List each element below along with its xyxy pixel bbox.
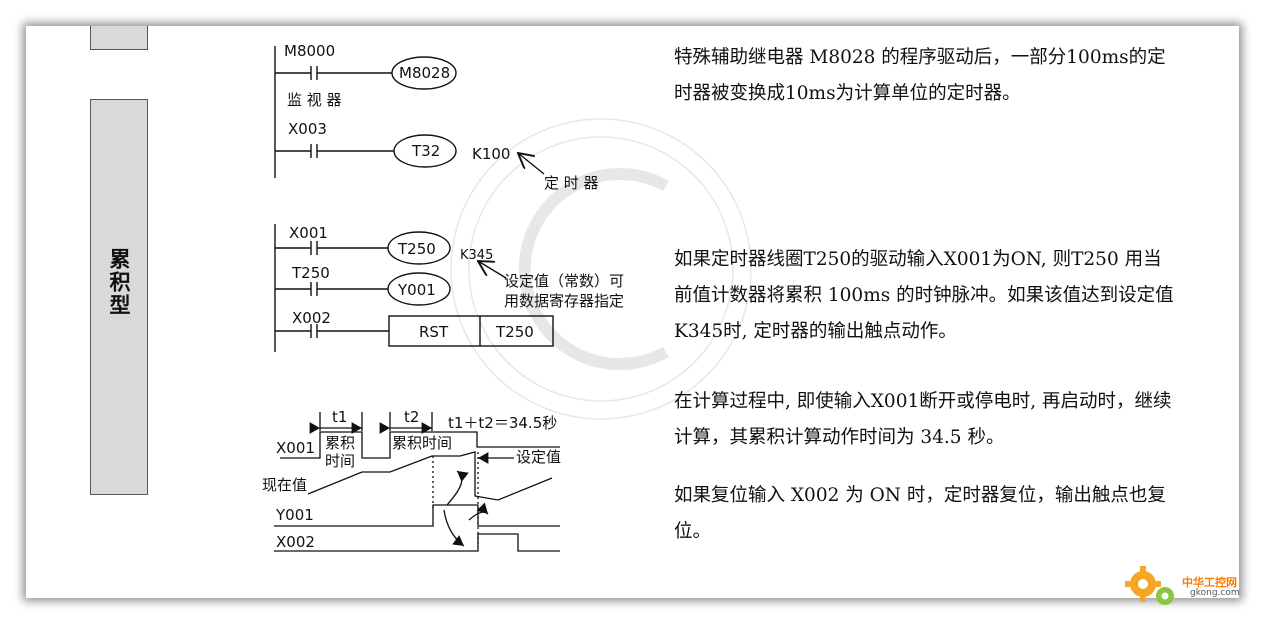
timing-x002-label: X002 — [276, 533, 315, 551]
side-tab-label: 累积型 — [91, 248, 147, 317]
d1-contact2-label: X003 — [288, 120, 327, 138]
d2-rst-label: RST — [419, 323, 449, 341]
d1-coil1-label: M8028 — [399, 64, 450, 82]
timing-t1-label: t1 — [332, 408, 347, 426]
side-tab-top — [90, 26, 148, 50]
timing-x001-label: X001 — [276, 439, 315, 457]
gear-logo-icon — [1125, 566, 1174, 605]
timing-acc2-label: 累积时间 — [392, 434, 452, 452]
document-page: 累积型 M — [26, 26, 1239, 598]
timing-y001-label: Y001 — [275, 506, 314, 524]
d2-coil2-label: Y001 — [397, 281, 436, 299]
timing-setpoint-label: 设定值 — [516, 448, 561, 466]
paragraph-reset: 如果复位输入 X002 为 ON 时，定时器复位，输出触点也复位。 — [674, 485, 1166, 542]
paragraph-m8028: 特殊辅助继电器 M8028 的程序驱动后，一部分100ms的定时器被变换成10m… — [674, 47, 1166, 104]
d2-contact1-label: X001 — [289, 224, 328, 242]
d1-note1: 监 视 器 — [287, 91, 342, 109]
d2-note-line2: 用数据寄存器指定 — [504, 292, 624, 310]
timing-total-label: t1＋t2＝34.5秒 — [448, 414, 557, 432]
watermark — [450, 118, 752, 420]
d2-contact2-label: T250 — [291, 264, 330, 282]
d2-note-line1: 设定值（常数）可 — [504, 272, 624, 290]
timing-current-label: 现在值 — [262, 476, 307, 494]
timing-acc1-line2: 时间 — [325, 452, 355, 470]
paragraph-t250-drive: 如果定时器线圈T250的驱动输入X001为ON, 则T250 用当前值计数器将累… — [674, 249, 1174, 342]
d1-coil2-label: T32 — [411, 142, 440, 160]
d1-note2: 定 时 器 — [544, 174, 599, 192]
brand-name: 中华工控网 — [1182, 576, 1237, 589]
d2-contact3-label: X002 — [292, 309, 331, 327]
d1-contact1-label: M8000 — [284, 42, 335, 60]
d2-rst-target: T250 — [495, 323, 534, 341]
side-tab-text: 累积型 — [107, 248, 131, 317]
timing-acc1-line1: 累积 — [325, 434, 355, 452]
brand-url: gkong.com — [1190, 588, 1240, 598]
side-tab: 累积型 — [90, 99, 148, 495]
paragraph-accumulate: 在计算过程中, 即使输入X001断开或停电时, 再启动时，继续计算，其累积计算动… — [674, 391, 1172, 448]
timing-t2-label: t2 — [404, 408, 419, 426]
ladder-diagram-1 — [274, 46, 545, 178]
d2-setting: K345 — [460, 248, 493, 263]
ladder-diagrams: M8000 M8028 监 视 器 X003 T32 K100 定 时 器 X0… — [262, 42, 752, 552]
timing-chart — [274, 412, 560, 552]
d1-setting: K100 — [472, 145, 510, 163]
d2-coil1-label: T250 — [397, 240, 436, 258]
ladder-diagram-2 — [274, 224, 554, 352]
